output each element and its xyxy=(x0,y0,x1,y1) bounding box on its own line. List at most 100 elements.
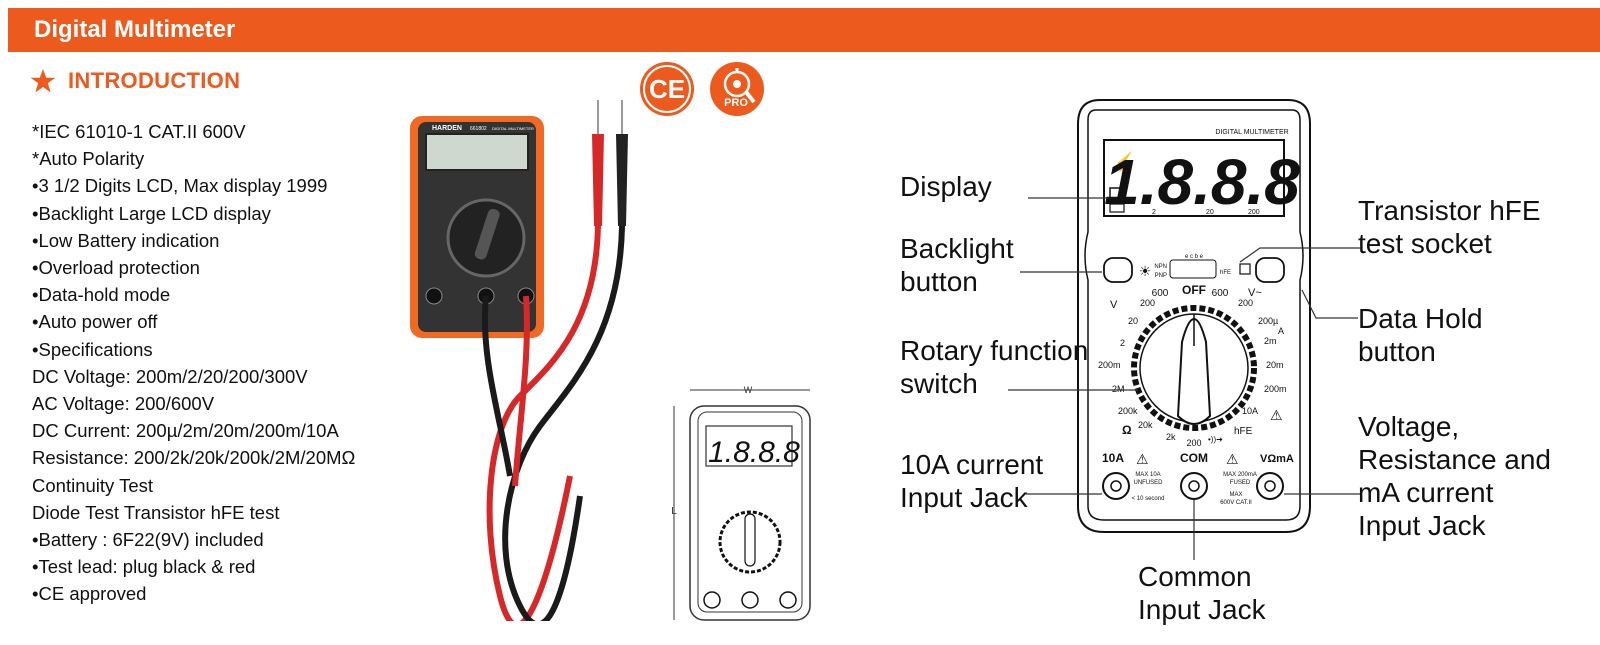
list-item: Diode Test Transistor hFE test xyxy=(32,501,280,523)
list-item: •Specifications xyxy=(32,338,153,360)
list-item: •Battery : 6F22(9V) included xyxy=(32,529,264,551)
dial-label: 2 xyxy=(1120,338,1125,348)
ce-mark: CE xyxy=(648,73,686,104)
intro-title: INTRODUCTION xyxy=(68,68,241,93)
dial-label-off: OFF xyxy=(1182,283,1206,297)
jack-label-vma: VΩmA xyxy=(1260,453,1294,465)
dial-label: 20m xyxy=(1266,360,1284,370)
callout-backlight: Backlight button xyxy=(900,233,1014,297)
jack-note: UNFUSED xyxy=(1133,480,1163,486)
list-item: DC Current: 200µ/2m/20m/200m/10A xyxy=(32,420,339,442)
callout-common-jack: Common Input Jack xyxy=(1138,561,1266,625)
npn-label: NPN xyxy=(1154,264,1167,270)
dial-label: 20 xyxy=(1128,316,1138,326)
dial-label: 200 xyxy=(1186,438,1201,448)
list-item: •Low Battery indication xyxy=(32,229,220,251)
warning-icon: ⚠ xyxy=(1136,451,1149,467)
list-item: *Auto Polarity xyxy=(32,148,145,170)
socket-pins-label: e c b e xyxy=(1185,254,1204,260)
list-item: AC Voltage: 200/600V xyxy=(32,393,215,415)
spec-list: *IEC 61010-1 CAT.II 600V *Auto Polarity … xyxy=(32,118,355,608)
lightning-icon: ⚡ xyxy=(1114,151,1136,173)
dial-label: hFE xyxy=(1234,426,1253,437)
backlight-button[interactable] xyxy=(1103,257,1133,283)
dial-label: 200m xyxy=(1264,384,1287,394)
rotary-knob[interactable] xyxy=(1176,318,1212,425)
callout-transistor-socket: Transistor hFE test socket xyxy=(1358,195,1541,259)
dial-label: 200k xyxy=(1118,406,1138,416)
list-item: •3 1/2 Digits LCD, Max display 1999 xyxy=(32,175,328,197)
callout-voltage-jack: Voltage, Resistance and mA current Input… xyxy=(1358,411,1552,541)
lcd-scale-20: 20 xyxy=(1206,209,1214,216)
dial-label: 200 xyxy=(1238,298,1253,308)
diode-icon: •))➔ xyxy=(1208,435,1223,444)
dial-label: V xyxy=(1110,299,1118,311)
width-label: W xyxy=(744,385,753,395)
data-hold-button[interactable] xyxy=(1255,257,1285,283)
hold-icon xyxy=(1239,263,1251,275)
dial-label: 20k xyxy=(1138,420,1153,430)
pro-gear-icon: PRO xyxy=(723,68,756,109)
product-photo: HARDEN 661802 DIGITAL MULTIMETER xyxy=(410,100,628,621)
header-bar: Digital Multimeter xyxy=(8,8,1600,52)
jack-note: < 10 second xyxy=(1132,496,1165,502)
list-item: Continuity Test xyxy=(32,474,153,496)
dial-label: 2M xyxy=(1112,384,1125,394)
jack-note: FUSED xyxy=(1230,480,1251,486)
callout-data-hold: Data Hold button xyxy=(1358,303,1483,367)
list-item: •CE approved xyxy=(32,583,147,605)
dial-label: 2m xyxy=(1264,336,1277,346)
length-label: L xyxy=(671,506,677,517)
list-item: •Test lead: plug black & red xyxy=(32,556,256,578)
jack-com[interactable] xyxy=(1180,472,1208,500)
brand-label: HARDEN xyxy=(432,125,462,132)
rotary-switch[interactable] xyxy=(1131,305,1257,431)
list-item: •Backlight Large LCD display xyxy=(32,202,271,224)
jack-note: MAX 200mA xyxy=(1223,472,1257,478)
warning-icon: ⚠ xyxy=(1226,451,1239,467)
model-label: 661802 xyxy=(470,126,487,132)
warning-icon: ⚠ xyxy=(1270,407,1283,423)
dial-label: 200µ xyxy=(1258,316,1278,326)
hfe-label: hFE xyxy=(1220,270,1231,276)
diagram-title: DIGITAL MULTIMETER xyxy=(1215,129,1288,136)
dial-label: 200m xyxy=(1098,360,1121,370)
jack-note: MAX 10A xyxy=(1135,472,1160,478)
dial-label: 2k xyxy=(1166,432,1176,442)
list-item: •Auto power off xyxy=(32,311,158,333)
list-item: •Data-hold mode xyxy=(32,284,171,306)
photo-subtitle: DIGITAL MULTIMETER xyxy=(492,126,534,131)
intro-heading: INTRODUCTION xyxy=(30,68,240,94)
pro-label: PRO xyxy=(724,97,748,109)
jack-note: 600V CAT.II xyxy=(1220,500,1252,506)
star-icon xyxy=(30,69,56,93)
dial-label: 600 xyxy=(1212,288,1229,299)
dial-label: Ω xyxy=(1122,423,1132,437)
multimeter-diagram: DIGITAL MULTIMETER ⚡ 1.8.8.8 2 20 200 ☀ … xyxy=(1077,99,1311,533)
jack-label-com: COM xyxy=(1180,451,1208,465)
list-item: •Overload protection xyxy=(32,257,200,279)
dimension-drawing: W L 1.8.8.8 xyxy=(671,385,811,621)
battery-icon xyxy=(1109,203,1125,213)
hold-indicator-icon xyxy=(1109,187,1125,201)
jack-10a[interactable] xyxy=(1102,472,1130,500)
lcd-scale-200: 200 xyxy=(1248,209,1260,216)
callout-display: Display xyxy=(900,171,992,202)
lcd-scale-2: 2 xyxy=(1152,209,1156,216)
jack-vma[interactable] xyxy=(1256,472,1284,500)
dial-label: 200 xyxy=(1140,298,1155,308)
sun-icon: ☀ xyxy=(1139,263,1152,279)
dial-label: 10A xyxy=(1242,406,1258,416)
callout-rotary: Rotary function switch xyxy=(900,335,1089,399)
transistor-socket[interactable] xyxy=(1169,259,1217,279)
jack-note: MAX xyxy=(1229,492,1242,498)
callout-10a-jack: 10A current Input Jack xyxy=(900,449,1044,513)
dial-label: V~ xyxy=(1248,287,1262,299)
pro-badge: PRO xyxy=(710,62,764,116)
ce-badge: CE xyxy=(640,62,694,116)
display xyxy=(1103,139,1285,217)
list-item: *IEC 61010-1 CAT.II 600V xyxy=(32,121,246,142)
list-item: DC Voltage: 200m/2/20/200/300V xyxy=(32,365,308,387)
pnp-label: PNP xyxy=(1155,273,1167,279)
